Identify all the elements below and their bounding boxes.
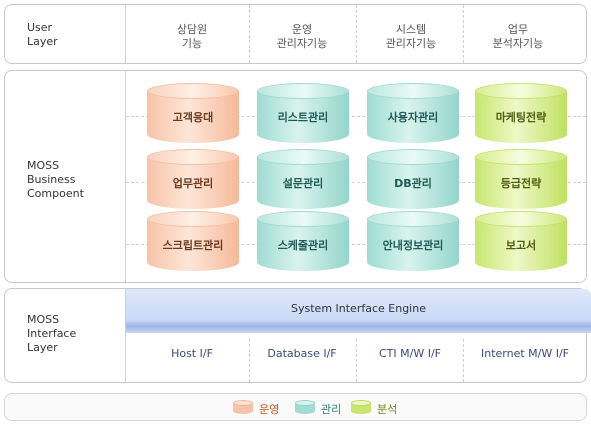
cylinder-label: 마케팅전략 bbox=[495, 111, 547, 124]
cylinder-list-management: 리스트관리 bbox=[257, 83, 349, 143]
user-layer-divider bbox=[125, 5, 126, 63]
cylinder-icon bbox=[351, 400, 371, 414]
column-header-line2: 분석자기능 bbox=[492, 37, 544, 50]
cylinder-report: 보고서 bbox=[475, 211, 567, 271]
interface-layer-divider bbox=[125, 289, 126, 382]
legend: 운영 관리 분석 bbox=[4, 393, 587, 421]
row-guide bbox=[126, 182, 586, 183]
column-header-line1: 운영 bbox=[291, 23, 313, 36]
cylinder-survey-management: 설문관리 bbox=[257, 149, 349, 209]
cylinder-icon bbox=[295, 400, 315, 414]
interface-layer-label-line1: MOSS bbox=[27, 313, 60, 326]
business-layer-label-line3: Compoent bbox=[27, 187, 84, 200]
interface-layer-label-line2: Interface bbox=[27, 327, 77, 340]
column-header-system-admin: 시스템 관리자기능 bbox=[361, 23, 461, 51]
business-layer-panel: MOSS Business Compoent 고객응대 업무관리 스크립트관리 … bbox=[4, 70, 587, 283]
business-layer-label-line2: Business bbox=[27, 173, 76, 186]
column-header-line1: 시스템 bbox=[395, 23, 427, 36]
user-layer-label-line2: Layer bbox=[27, 35, 58, 48]
column-header-agent: 상담원 기능 bbox=[142, 23, 242, 51]
cylinder-label: DB관리 bbox=[394, 177, 432, 190]
cylinder-label: 등급전략 bbox=[500, 177, 542, 190]
cylinder-customer-service: 고객응대 bbox=[147, 83, 239, 143]
cylinder-label: 사용자관리 bbox=[387, 111, 439, 124]
user-layer-label: User Layer bbox=[27, 21, 58, 49]
legend-label: 운영 bbox=[259, 403, 280, 416]
user-layer-label-line1: User bbox=[27, 21, 53, 34]
business-layer-label: MOSS Business Compoent bbox=[27, 159, 84, 201]
cylinder-marketing-strategy: 마케팅전략 bbox=[475, 83, 567, 143]
cylinder-script-management: 스크립트관리 bbox=[147, 211, 239, 271]
host-interface: Host I/F bbox=[171, 347, 213, 360]
legend-label: 분석 bbox=[377, 403, 398, 416]
user-layer-panel: User Layer 상담원 기능 운영 관리자기능 시스템 관리자기능 업무 … bbox=[4, 4, 587, 64]
interface-column-divider bbox=[356, 339, 357, 382]
column-divider bbox=[249, 5, 250, 63]
cylinder-task-management: 업무관리 bbox=[147, 149, 239, 209]
cylinder-label: 리스트관리 bbox=[277, 111, 329, 124]
cylinder-label: 고객응대 bbox=[172, 111, 214, 124]
interface-column-divider bbox=[249, 339, 250, 382]
column-header-business-analyst: 업무 분석자기능 bbox=[468, 23, 568, 51]
interface-layer-label: MOSS Interface Layer bbox=[27, 313, 76, 355]
column-header-line1: 상담원 bbox=[176, 23, 208, 36]
cti-middleware-interface: CTI M/W I/F bbox=[379, 347, 441, 360]
column-header-line2: 관리자기능 bbox=[276, 37, 328, 50]
column-header-operation-admin: 운영 관리자기능 bbox=[252, 23, 352, 51]
column-divider bbox=[463, 5, 464, 63]
cylinder-label: 스크립트관리 bbox=[162, 239, 224, 252]
interface-layer-label-line3: Layer bbox=[27, 341, 58, 354]
cylinder-label: 업무관리 bbox=[172, 177, 214, 190]
row-guide bbox=[126, 116, 586, 117]
cylinder-grade-strategy: 등급전략 bbox=[475, 149, 567, 209]
cylinder-user-management: 사용자관리 bbox=[367, 83, 459, 143]
cylinder-label: 보고서 bbox=[505, 239, 537, 252]
system-interface-engine: System Interface Engine bbox=[126, 289, 591, 333]
cylinder-label: 스케줄관리 bbox=[277, 239, 329, 252]
cylinder-icon bbox=[233, 400, 253, 414]
interface-column-divider bbox=[463, 339, 464, 382]
cylinder-label: 설문관리 bbox=[282, 177, 324, 190]
cylinder-schedule-management: 스케줄관리 bbox=[257, 211, 349, 271]
database-interface: Database I/F bbox=[267, 347, 337, 360]
cylinder-db-management: DB관리 bbox=[367, 149, 459, 209]
row-guide bbox=[126, 244, 586, 245]
business-layer-label-line1: MOSS bbox=[27, 159, 60, 172]
business-layer-divider bbox=[125, 71, 126, 282]
column-header-line2: 기능 bbox=[181, 37, 203, 50]
legend-label: 관리 bbox=[321, 403, 342, 416]
column-header-line2: 관리자기능 bbox=[385, 37, 437, 50]
column-header-line1: 업무 bbox=[507, 23, 529, 36]
interface-layer-panel: MOSS Interface Layer System Interface En… bbox=[4, 288, 591, 383]
internet-middleware-interface: Internet M/W I/F bbox=[480, 347, 570, 360]
column-divider bbox=[356, 5, 357, 63]
cylinder-label: 안내정보관리 bbox=[382, 239, 444, 252]
cylinder-guide-info-management: 안내정보관리 bbox=[367, 211, 459, 271]
